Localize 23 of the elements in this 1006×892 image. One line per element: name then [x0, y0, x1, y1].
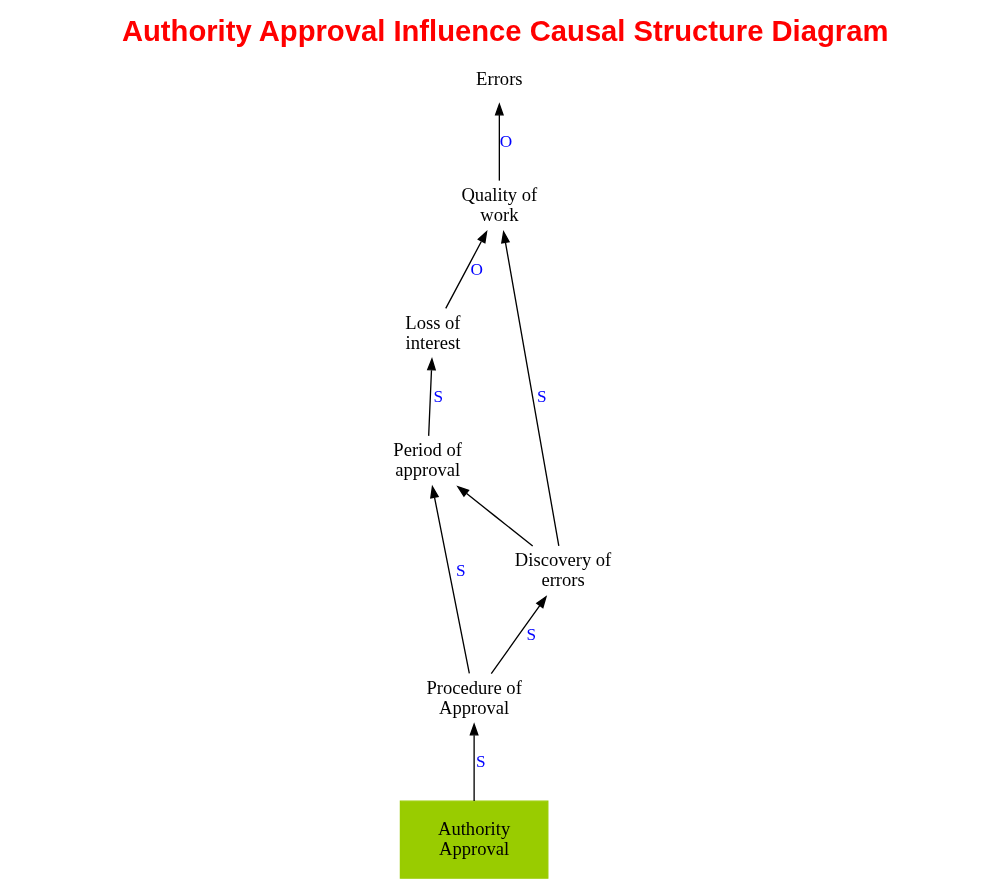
arrow [456, 485, 534, 547]
edge-label: O [499, 132, 513, 152]
edge-label: S [433, 387, 444, 407]
node-text: Quality of work [461, 184, 538, 226]
diagram-title: Authority Approval Influence Causal Structure Diagram [121, 15, 889, 48]
node-box: Authority Approval [399, 800, 549, 879]
node-text: Period of approval [393, 439, 462, 481]
arrow [430, 484, 470, 674]
node-text: Loss of interest [405, 311, 461, 353]
edge-label: O [470, 259, 484, 279]
edge-label: S [526, 624, 537, 644]
node-text: Procedure of Approval [426, 676, 522, 718]
node-text: Discovery of errors [514, 549, 612, 591]
node-text: Errors [476, 68, 523, 90]
arrow [445, 229, 488, 310]
edge-label: S [537, 387, 547, 407]
arrow [494, 102, 504, 182]
arrow [469, 722, 479, 802]
edge-label: S [456, 560, 466, 580]
arrow [426, 357, 437, 437]
arrow [490, 595, 548, 675]
arrow [501, 229, 560, 547]
edge-label: S [475, 752, 486, 772]
